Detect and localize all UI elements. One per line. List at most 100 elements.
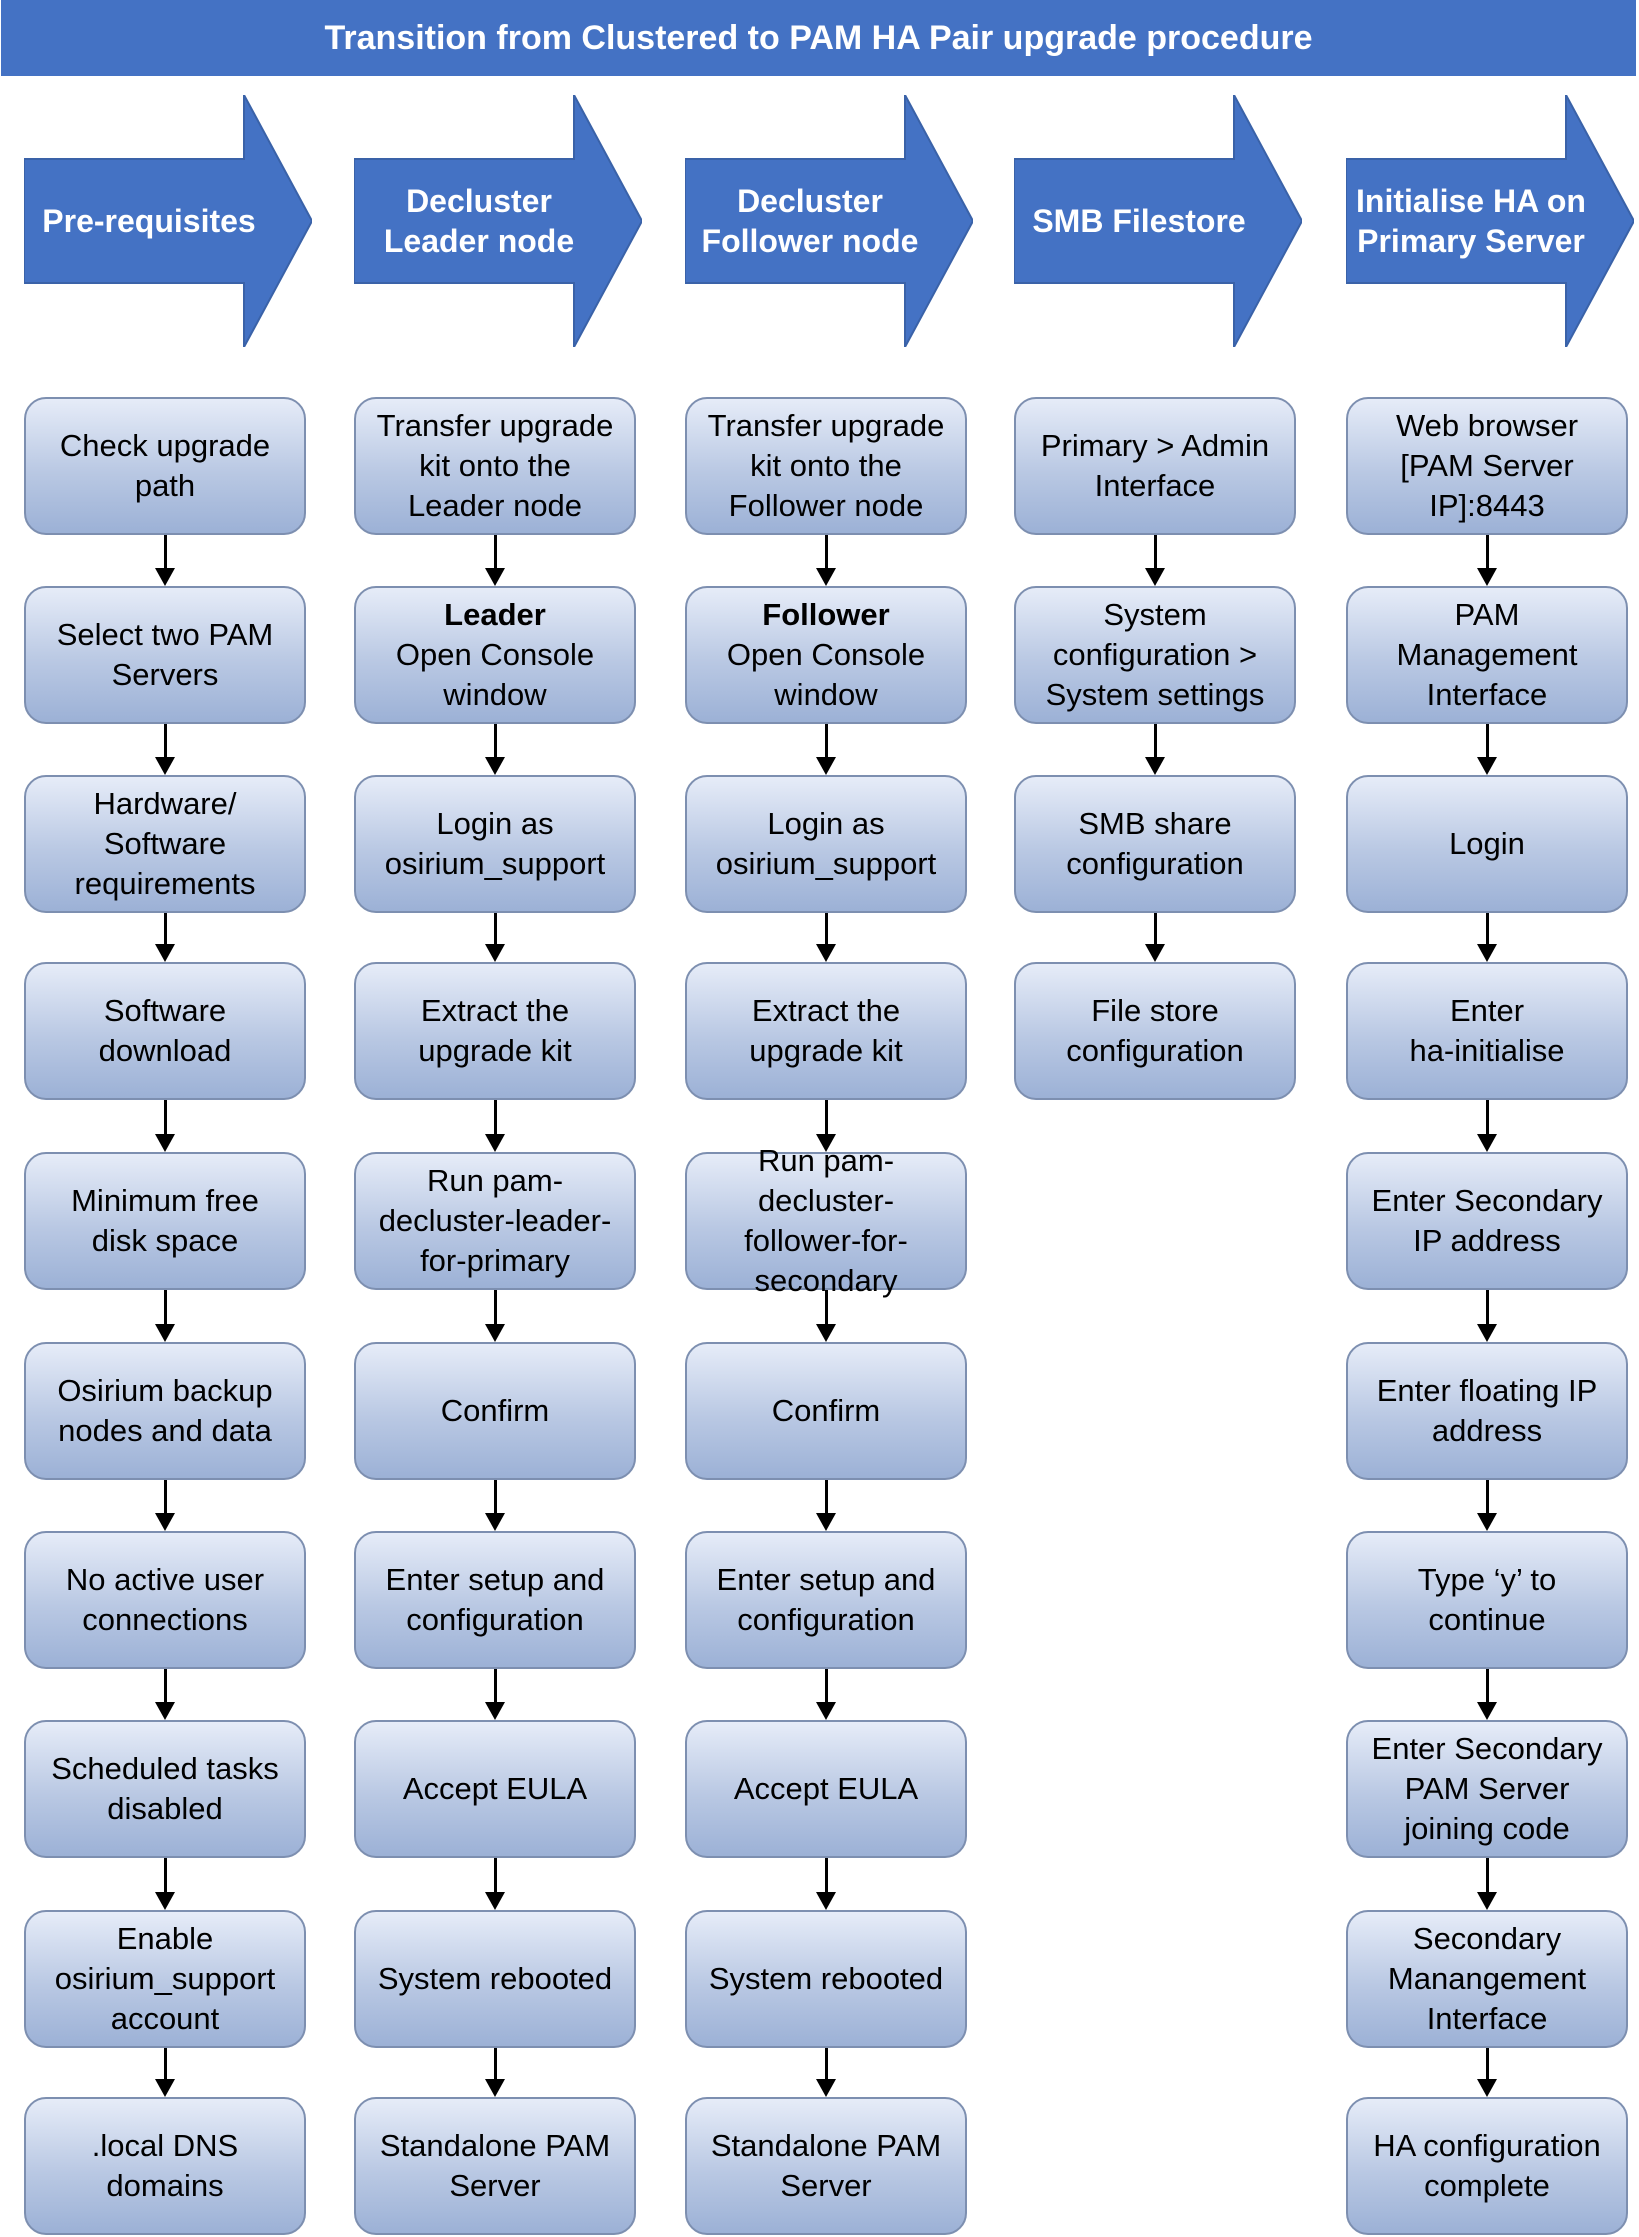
connector-line [824,1669,828,1704]
step-box: Login as osirium_support [685,775,967,913]
step-text: PAM Management Interface [1397,595,1578,715]
arrow-down-icon [816,2079,836,2097]
step-text: Extract the upgrade kit [749,991,902,1071]
step-label: Enter Secondary PAM Server joining code [1371,1731,1603,1846]
connector-line [1485,1858,1489,1894]
arrow-down-icon [155,1134,175,1152]
connector-line [1485,913,1489,946]
step-label: Select two PAM Servers [56,617,274,692]
connector-line [1485,1480,1489,1515]
step-box: Type ‘y’ to continue [1346,1531,1628,1669]
connector-line [1485,1100,1489,1136]
column-header-arrow: SMB Filestore [1014,95,1302,347]
step-text: Confirm [772,1391,881,1431]
header-arrow-body [685,95,973,347]
connector-line [163,1480,167,1515]
connector-line [824,1858,828,1894]
step-label: Transfer upgrade kit onto the Leader nod… [376,408,614,523]
step-label: File store configuration [1066,993,1244,1068]
step-label: Enter setup and configuration [716,1562,936,1637]
column-header-arrow: Decluster Follower node [685,95,973,347]
step-box: HA configuration complete [1346,2097,1628,2235]
connector-line [824,913,828,946]
connector-line [493,1669,497,1704]
arrow-down-icon [1477,944,1497,962]
step-text: Osirium backup nodes and data [57,1371,272,1451]
step-box: System rebooted [685,1910,967,2048]
step-text: Enable osirium_support account [55,1919,276,2039]
step-text: Select two PAM Servers [57,615,274,695]
step-text: Secondary Manangement Interface [1388,1919,1586,2039]
step-box: PAM Management Interface [1346,586,1628,724]
column-header-arrow: Decluster Leader node [354,95,642,347]
step-text: Enter Secondary PAM Server joining code [1372,1729,1603,1849]
connector-line [1485,1290,1489,1326]
step-label: Login as osirium_support [384,806,606,881]
step-text: Login [1449,824,1525,864]
connector-line [163,913,167,946]
connector-line [493,1480,497,1515]
step-box: Extract the upgrade kit [354,962,636,1100]
arrow-down-icon [1145,568,1165,586]
step-label: Accept EULA [733,1771,919,1806]
step-node-role: Leader [444,597,546,632]
step-text: Enter ha-initialise [1409,991,1564,1071]
arrow-down-icon [155,757,175,775]
step-box: Osirium backup nodes and data [24,1342,306,1480]
step-box: Confirm [685,1342,967,1480]
connector-line [1153,724,1157,759]
step-box: Select two PAM Servers [24,586,306,724]
step-label: Extract the upgrade kit [418,993,572,1068]
step-label: Standalone PAM Server [379,2128,611,2203]
step-box: Standalone PAM Server [685,2097,967,2235]
step-label: System rebooted [708,1961,944,1996]
arrow-down-icon [155,944,175,962]
arrow-down-icon [816,1892,836,1910]
step-text: Run pam- decluster-leader- for-primary [379,1161,612,1281]
arrow-shape [1346,95,1634,347]
arrow-down-icon [1477,2079,1497,2097]
arrow-down-icon [155,1324,175,1342]
connector-line [824,724,828,759]
step-label: PAM Management Interface [1396,597,1578,712]
step-text: Extract the upgrade kit [418,991,571,1071]
arrow-shape [354,95,642,347]
step-text: Standalone PAM Server [380,2126,610,2206]
column-header-label: Pre-requisites [42,203,256,239]
step-label: Login as osirium_support [715,806,937,881]
connector-line [824,1480,828,1515]
step-box: Enable osirium_support account [24,1910,306,2048]
step-text: Scheduled tasks disabled [51,1749,278,1829]
arrow-down-icon [155,1702,175,1720]
step-box: Minimum free disk space [24,1152,306,1290]
arrow-down-icon [155,568,175,586]
step-label: .local DNS domains [91,2128,239,2203]
arrow-down-icon [155,1892,175,1910]
arrow-down-icon [816,1134,836,1152]
connector-line [493,535,497,570]
connector-line [163,1858,167,1894]
step-box: Transfer upgrade kit onto the Follower n… [685,397,967,535]
arrow-shape [1014,95,1302,347]
arrow-down-icon [1145,944,1165,962]
column-header-arrow: Pre-requisites [24,95,312,347]
header-arrow-body [24,95,312,347]
step-label: Software download [98,993,232,1068]
step-label: Scheduled tasks disabled [51,1751,279,1826]
connector-line [163,1290,167,1326]
step-label: Check upgrade path [59,428,271,503]
arrow-down-icon [485,1702,505,1720]
header-arrow-body [354,95,642,347]
connector-line [1485,1669,1489,1704]
connector-line [493,724,497,759]
arrow-down-icon [1477,1324,1497,1342]
step-text: Enter setup and configuration [386,1560,605,1640]
connector-line [163,2048,167,2081]
step-text: Run pam- decluster- follower-for- second… [744,1141,908,1301]
connector-line [824,2048,828,2081]
header-arrow-body [1014,95,1302,347]
step-box: Enter Secondary IP address [1346,1152,1628,1290]
